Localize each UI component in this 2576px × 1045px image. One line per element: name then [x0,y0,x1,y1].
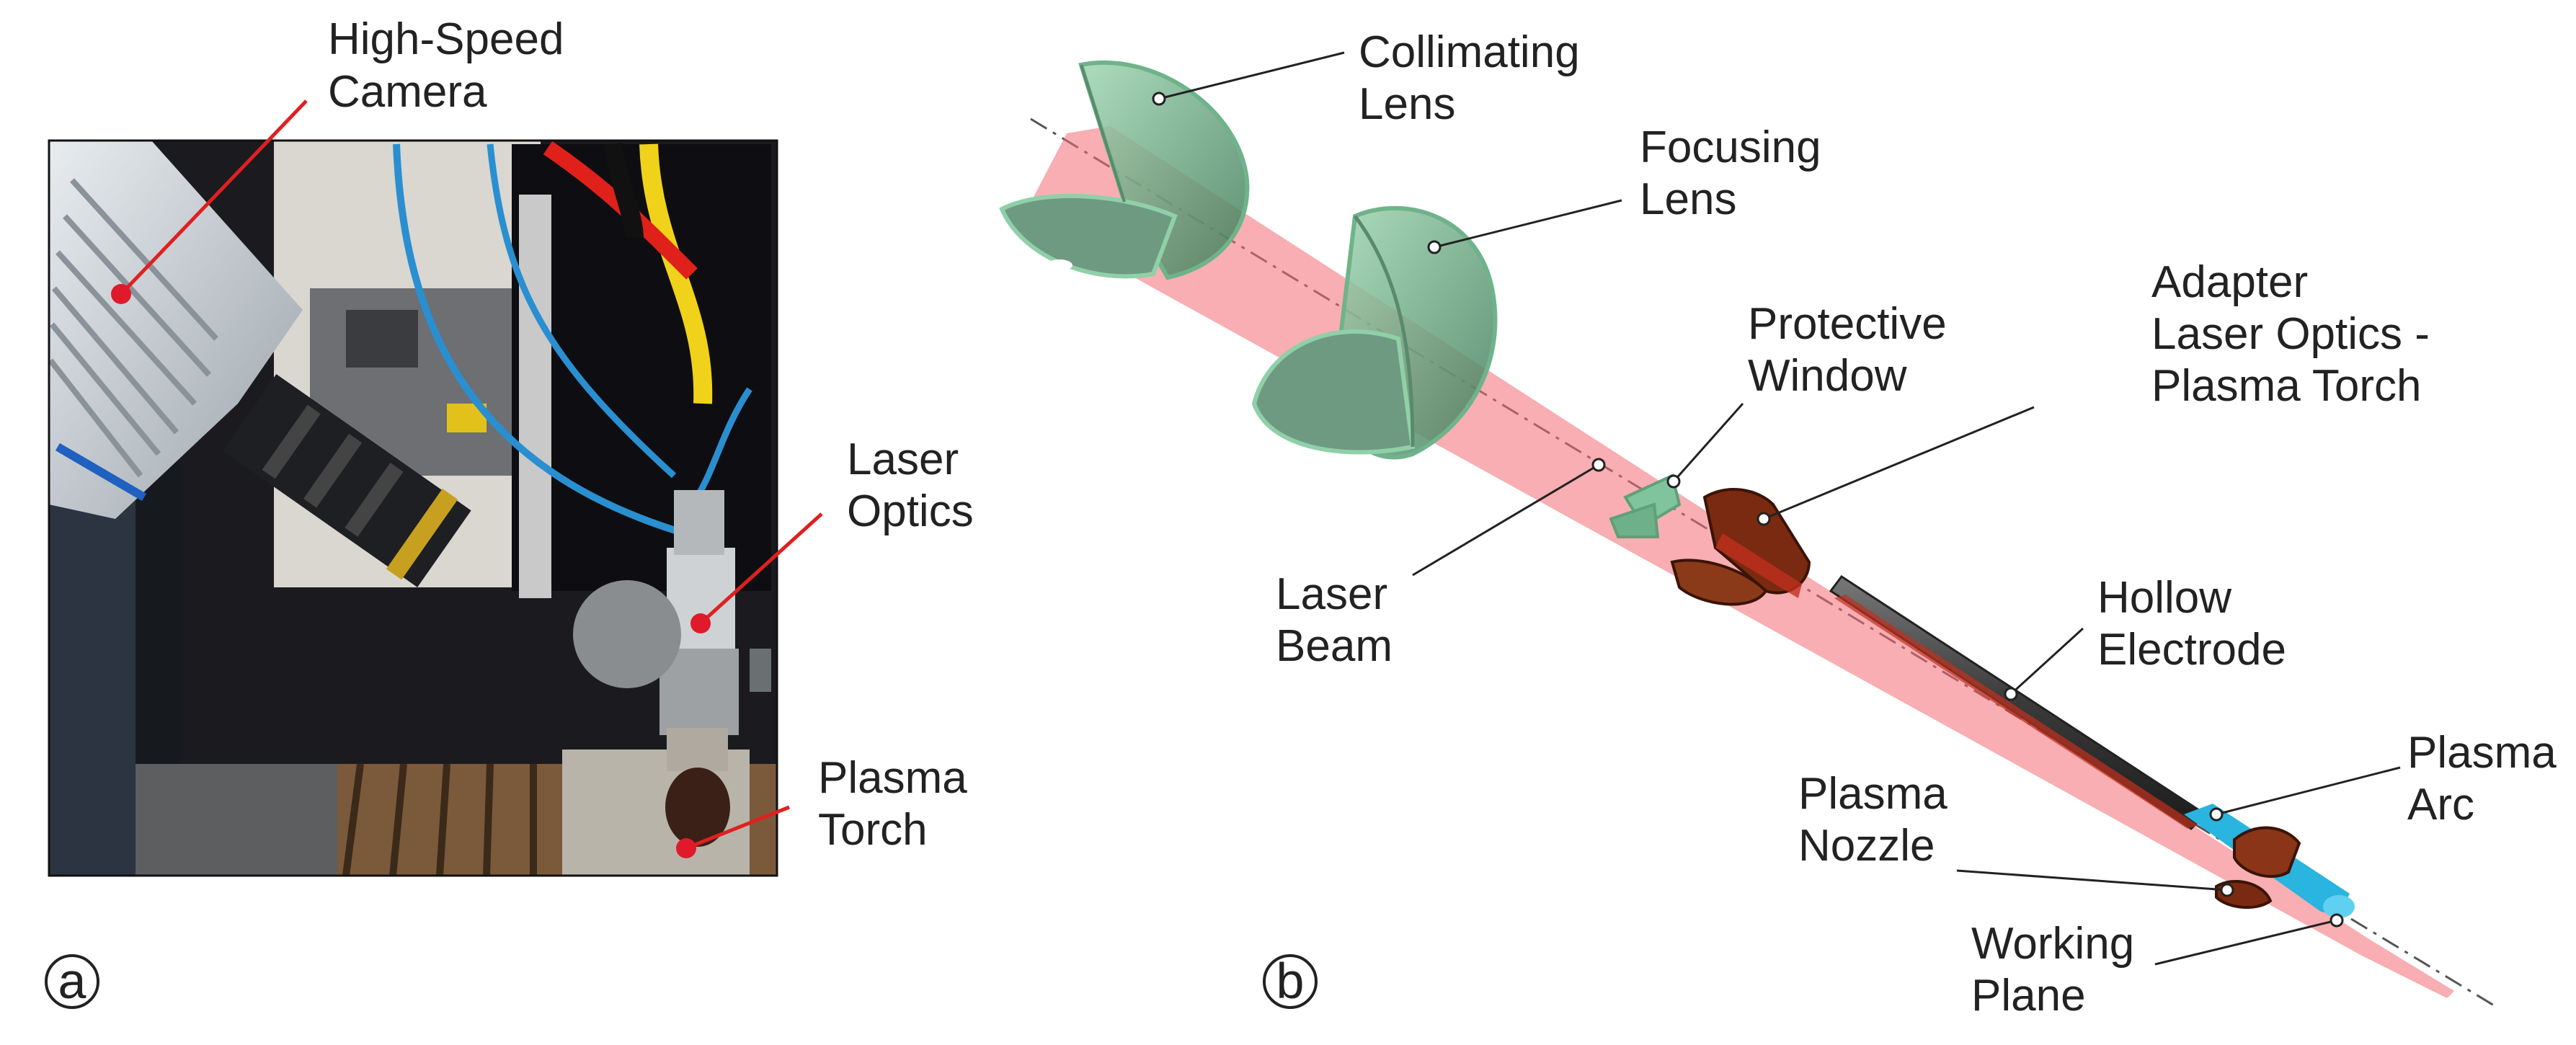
adapter [1670,488,1811,606]
label-plasma-arc-2: Arc [2407,780,2474,830]
label-collimating-lens-1: Collimating [1359,27,1580,77]
label-hollow-electrode-2: Electrode [2097,625,2286,675]
leader-laser-optics [690,512,823,633]
label-focusing-lens-1: Focusing [1640,123,1821,172]
leader-working-plane [2154,919,2337,966]
label-laser-beam-2: Beam [1276,621,1393,671]
dot-adapter [1756,512,1771,526]
leader-laser-beam [1412,463,1599,577]
panel-b: Collimating Lens Focusing Lens Protectiv… [999,27,2557,1020]
label-protective-window-2: Window [1748,351,1907,401]
leader-collimating-lens [1158,51,1345,100]
label-laser-optics-2: Optics [847,486,974,536]
panel-b-marker: b [1263,953,1318,1009]
label-plasma-torch-1: Plasma [818,753,967,803]
leader-plasma-torch [676,805,790,858]
leader-focusing-lens [1434,199,1622,249]
svg-text:a: a [58,953,86,1009]
label-working-plane-2: Plane [1971,971,2086,1020]
label-laser-beam-1: Laser [1276,569,1387,619]
label-high-speed-camera-1: High-Speed [328,14,564,64]
dot-working-plane [2329,913,2344,928]
dot-collimating-lens [1152,92,1166,106]
collimating-lens [999,60,1250,280]
label-adapter-1: Adapter [2151,257,2308,307]
leader-plasma-arc [2216,766,2401,816]
label-adapter-3: Plasma Torch [2151,361,2421,411]
label-focusing-lens-2: Lens [1640,174,1736,224]
dot-hollow-electrode [2004,687,2018,701]
label-laser-optics-1: Laser [847,435,959,484]
dot-laser-beam [1591,458,1606,472]
panel-a: High-Speed Camera Laser Optics Plasma To… [45,14,974,1009]
label-adapter-2: Laser Optics - [2151,309,2430,359]
label-plasma-arc-1: Plasma [2407,728,2557,778]
dot-plasma-nozzle [2220,883,2234,897]
svg-text:b: b [1276,953,1305,1009]
leader-camera [111,99,308,304]
label-plasma-torch-2: Torch [818,805,928,855]
label-protective-window-1: Protective [1748,299,1947,349]
panel-a-marker: a [45,953,99,1009]
label-working-plane-1: Working [1971,919,2134,969]
dot-plasma-arc [2209,807,2224,822]
label-plasma-nozzle-2: Nozzle [1798,821,1935,871]
label-high-speed-camera-2: Camera [328,67,487,117]
dot-protective-window [1666,474,1681,489]
setup-photo [48,139,778,877]
label-collimating-lens-2: Lens [1359,79,1455,129]
leader-plasma-nozzle [1956,869,2228,891]
focusing-lens [1251,205,1498,460]
label-plasma-nozzle-1: Plasma [1798,769,1947,819]
dot-focusing-lens [1427,240,1442,254]
protective-window [1609,473,1682,538]
leader-protective-window [1672,403,1744,482]
label-hollow-electrode-1: Hollow [2097,573,2231,623]
leader-hollow-electrode [2009,627,2084,695]
leader-adapter [1763,406,2035,520]
plasma-nozzle [2215,826,2301,910]
